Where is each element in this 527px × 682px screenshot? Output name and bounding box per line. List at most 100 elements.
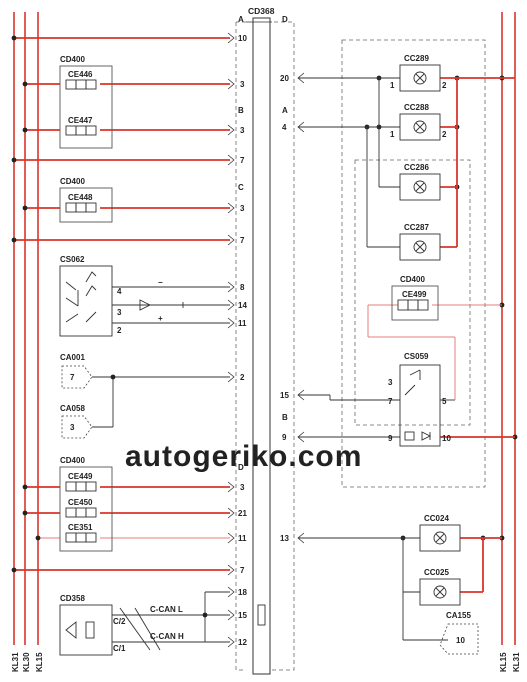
fuse-block-name: CD400 (60, 55, 85, 64)
left-wires-supply (14, 37, 230, 571)
plug-letter: B (238, 106, 244, 115)
relay-name: CS059 (404, 352, 429, 361)
dashed-boundaries (235, 21, 486, 671)
fuse-name: CE447 (68, 116, 93, 125)
bus-pin: C/1 (113, 644, 126, 653)
relay-pin: 3 (388, 378, 393, 387)
switch-block (59, 265, 184, 337)
connector-label: CA001 (60, 353, 85, 362)
fuse-name: CE450 (68, 498, 93, 507)
bus-line-label: C-CAN L (150, 605, 183, 614)
switch-block-name: CS062 (60, 255, 85, 264)
bus-pin: C/2 (113, 617, 126, 626)
switch-pin: 4 (117, 287, 122, 296)
connector-pin: 10 (456, 636, 465, 645)
relay-pin: 10 (442, 434, 451, 443)
rail-label-left: KL15 (35, 652, 44, 672)
relay-fuse-block (391, 285, 439, 321)
text-labels: CD368 A B C D D A B 10 3 3 7 3 7 8 14 11… (60, 6, 471, 653)
lamp-name: CC024 (424, 514, 449, 523)
pin-number: 4 (282, 123, 287, 132)
lamp-pin: 2 (442, 81, 447, 90)
pin-number: 15 (238, 611, 247, 620)
pin-number: 9 (282, 433, 287, 442)
watermark: autogeriko.com (125, 440, 362, 473)
lamp-name: CC288 (404, 103, 429, 112)
switch-pin: 2 (117, 326, 122, 335)
pin-number: 3 (240, 204, 245, 213)
lamp-name: CC289 (404, 54, 429, 63)
plug-letter: D (238, 463, 244, 472)
pin-number: 7 (240, 236, 245, 245)
lamp-name: CC287 (404, 223, 429, 232)
pin-number: 11 (238, 319, 247, 328)
relay-fuse-block-name: CD400 (400, 275, 425, 284)
small-connector-shapes (61, 365, 479, 655)
rail-label-left: KL31 (11, 652, 20, 672)
lamp-pin: 2 (442, 130, 447, 139)
pin-number: 13 (280, 534, 289, 543)
fuse-block-name: CD400 (60, 456, 85, 465)
rail-label-left: KL30 (22, 652, 31, 672)
connector-name: CD368 (248, 6, 275, 16)
fuse-name: CE351 (68, 523, 93, 532)
lamp-name: CC025 (424, 568, 449, 577)
rail-label-right: KL15 (499, 652, 508, 672)
lamp-name: CC286 (404, 163, 429, 172)
pin-number: 3 (240, 126, 245, 135)
pin-number: 20 (280, 74, 289, 83)
relay-block (399, 364, 441, 447)
lamp-pin: 1 (390, 81, 395, 90)
relay-pin: 9 (388, 434, 393, 443)
pin-number: 7 (240, 566, 245, 575)
pin-number: 18 (238, 588, 247, 597)
left-pin-arrows (227, 32, 235, 648)
relay-fuse-name: CE499 (402, 290, 427, 299)
pin-number: 11 (238, 534, 247, 543)
right-wires-supply (440, 77, 515, 593)
connector-pin: 7 (70, 373, 75, 382)
plug-letter: B (282, 413, 288, 422)
bus-block (59, 604, 266, 656)
pin-number: 3 (240, 483, 245, 492)
fuse-name: CE446 (68, 70, 93, 79)
fuse-name: CE448 (68, 193, 93, 202)
pin-number: 14 (238, 301, 247, 310)
fuse-block-3 (59, 466, 113, 552)
connector-pin: 3 (70, 423, 75, 432)
right-wires-signal (367, 304, 502, 400)
connector-body (246, 17, 272, 675)
rail-label-right: KL31 (512, 652, 521, 672)
pin-number: 10 (238, 34, 247, 43)
connector-label: CA058 (60, 404, 85, 413)
pin-number: 7 (240, 156, 245, 165)
pin-number: 3 (240, 80, 245, 89)
right-pin-arrows (297, 72, 305, 544)
relay-pin: 7 (388, 397, 393, 406)
plug-letter: C (238, 183, 244, 192)
plug-letter: A (238, 15, 244, 24)
pin-number: 8 (240, 283, 245, 292)
fuse-block-name: CD400 (60, 177, 85, 186)
bus-line-label: C-CAN H (150, 632, 184, 641)
lamp-pin: 1 (390, 130, 395, 139)
lamp-boxes (399, 64, 461, 606)
fuse-block-1 (59, 65, 113, 149)
pin-number: 2 (240, 373, 245, 382)
plug-letter: D (282, 15, 288, 24)
minus-symbol: − (158, 278, 163, 287)
switch-pin: 3 (117, 308, 122, 317)
relay-pin: 5 (442, 397, 447, 406)
right-wires-black (298, 77, 455, 641)
fuse-block-2 (59, 187, 113, 223)
bus-name: CD358 (60, 594, 85, 603)
pin-number: 21 (238, 509, 247, 518)
plug-letter: A (282, 106, 288, 115)
fuse-name: CE449 (68, 472, 93, 481)
pin-number: 12 (238, 638, 247, 647)
pin-number: 15 (280, 391, 289, 400)
rail-labels: KL31 KL30 KL15 KL15 KL31 (11, 652, 521, 672)
connector-label: CA155 (446, 611, 471, 620)
plus-symbol: + (158, 314, 163, 323)
